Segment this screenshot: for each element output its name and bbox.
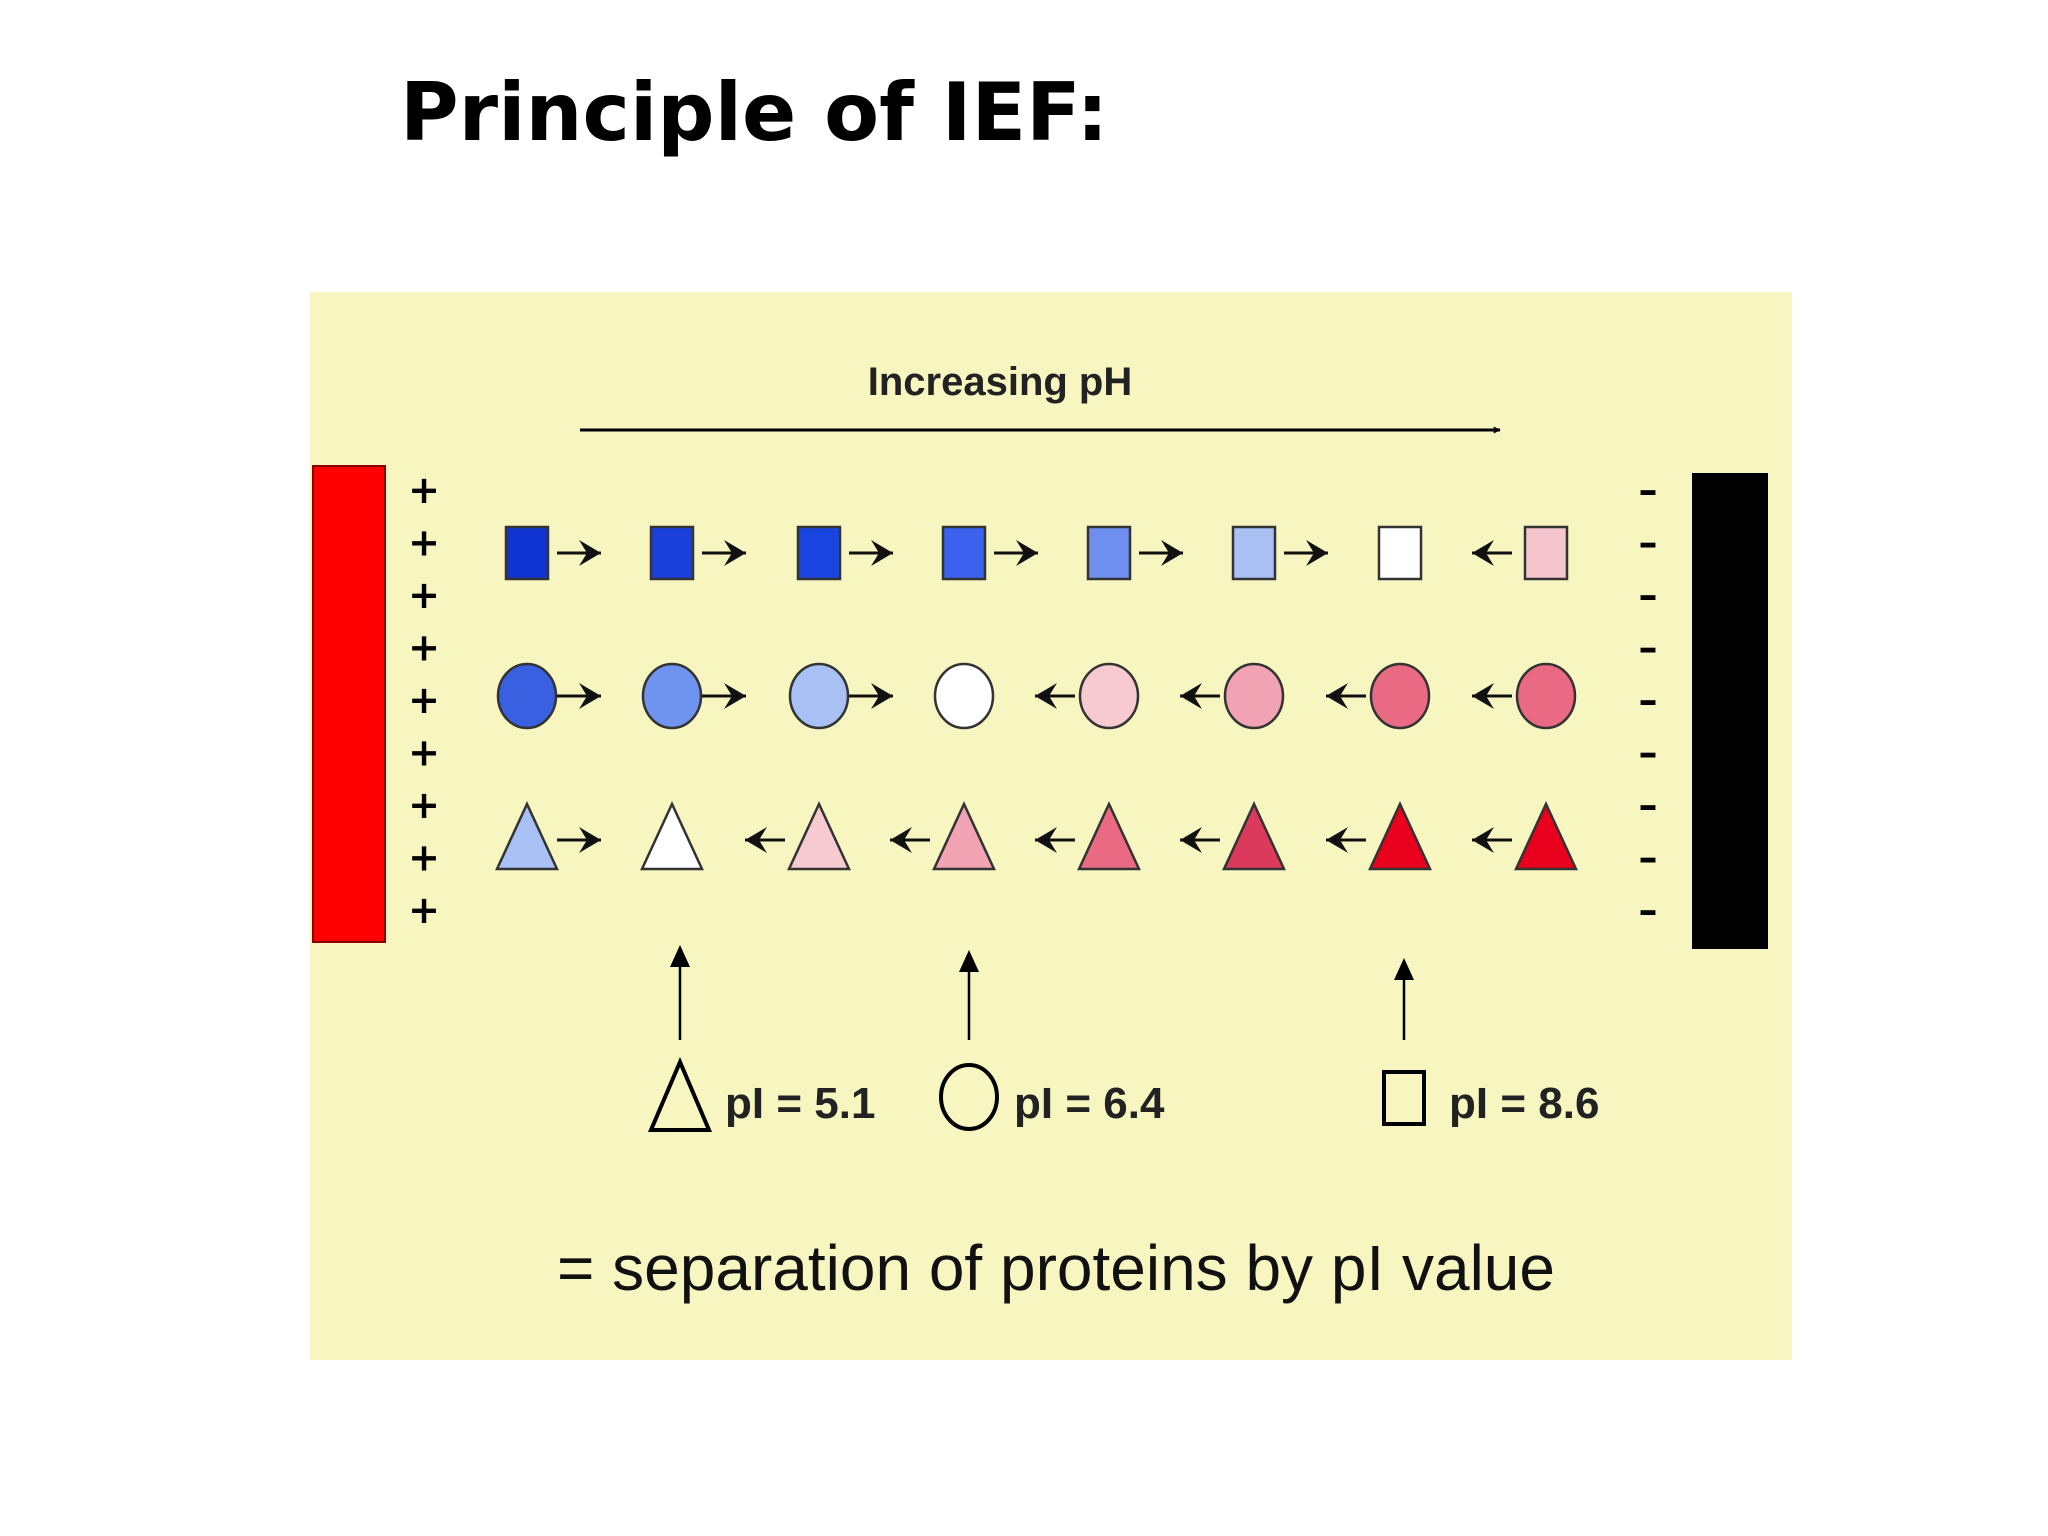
pi-value-label: pI = 8.6 [1449,1079,1599,1128]
slide-title: Principle of IEF: [400,66,1109,159]
protein-circle [933,662,995,730]
protein-square [1231,525,1277,581]
protein-triangle [1077,801,1141,871]
protein-square [796,525,842,581]
cathode-charge-symbol: – [1639,731,1658,775]
cathode-electrode [1692,473,1768,949]
protein-row-triangle [495,801,1578,871]
protein-triangle [1222,801,1286,871]
pi-legend-circle: pI = 6.4 [939,950,1165,1131]
migration-arrow-right [849,540,893,566]
cathode-charge-symbol: – [1639,468,1658,512]
protein-square [504,525,550,581]
protein-square [1377,525,1423,581]
migration-arrow-left [890,827,930,853]
protein-circle [641,662,703,730]
protein-circle [1078,662,1140,730]
pi-pointer-arrowhead [959,950,979,972]
migration-arrow-right [702,683,746,709]
protein-triangle [495,801,559,871]
anode-electrode [312,465,386,943]
legend-triangle-icon [647,1056,713,1132]
migration-arrow-right [849,683,893,709]
protein-circle [1223,662,1285,730]
anode-charge-symbol: + [408,731,440,775]
migration-arrow-right [557,540,601,566]
protein-row-square [504,525,1569,581]
cathode-charge-symbol: – [1639,626,1658,670]
protein-circle [788,662,850,730]
pi-pointer-arrowhead [1394,958,1414,980]
protein-square [649,525,695,581]
anode-charge-symbol: + [408,888,440,932]
cathode-charge-symbol: – [1639,836,1658,880]
migration-arrow-left [1180,683,1220,709]
migration-arrow-right [994,540,1038,566]
anode-charge-symbol: + [408,678,440,722]
migration-arrow-left [745,827,785,853]
anode-charge-symbol: + [408,521,440,565]
protein-row-circle [496,662,1577,730]
protein-circle [1515,662,1577,730]
protein-square [941,525,987,581]
migration-arrow-left [1472,540,1512,566]
anode-charge-symbol: + [408,836,440,880]
caption: = separation of proteins by pI value [557,1232,1555,1304]
migration-arrow-left [1035,827,1075,853]
cathode-charge-symbol: – [1639,521,1658,565]
anode-charge-symbol: + [408,573,440,617]
protein-triangle [932,801,996,871]
ph-axis-label: Increasing pH [868,360,1133,404]
protein-triangle [1368,801,1432,871]
protein-triangle [640,801,704,871]
migration-arrow-left [1326,683,1366,709]
cathode-charge-symbol: – [1639,888,1658,932]
migration-arrow-right [557,827,601,853]
legend-square-icon [1382,1070,1426,1126]
pi-value-label: pI = 5.1 [725,1079,875,1128]
protein-square [1523,525,1569,581]
protein-circle [496,662,558,730]
pi-legend-triangle: pI = 5.1 [647,945,875,1132]
protein-triangle [787,801,851,871]
anode-charge-symbol: + [408,468,440,512]
protein-square [1086,525,1132,581]
migration-arrow-right [1139,540,1183,566]
pi-pointer-arrowhead [670,945,690,967]
migration-arrow-left [1472,683,1512,709]
protein-circle [1369,662,1431,730]
pi-value-label: pI = 6.4 [1014,1079,1165,1128]
migration-arrow-left [1180,827,1220,853]
migration-arrow-right [557,683,601,709]
anode-charge-symbol: + [408,626,440,670]
migration-arrow-left [1035,683,1075,709]
cathode-charge-symbol: – [1639,678,1658,722]
migration-arrow-right [1284,540,1328,566]
pi-legend-square: pI = 8.6 [1382,958,1599,1128]
migration-arrow-left [1472,827,1512,853]
cathode-charge-symbol: – [1639,783,1658,827]
anode-charge-symbol: + [408,783,440,827]
protein-triangle [1514,801,1578,871]
legend-circle-icon [939,1063,999,1131]
migration-arrow-left [1326,827,1366,853]
migration-arrow-right [702,540,746,566]
cathode-charge-symbol: – [1639,573,1658,617]
